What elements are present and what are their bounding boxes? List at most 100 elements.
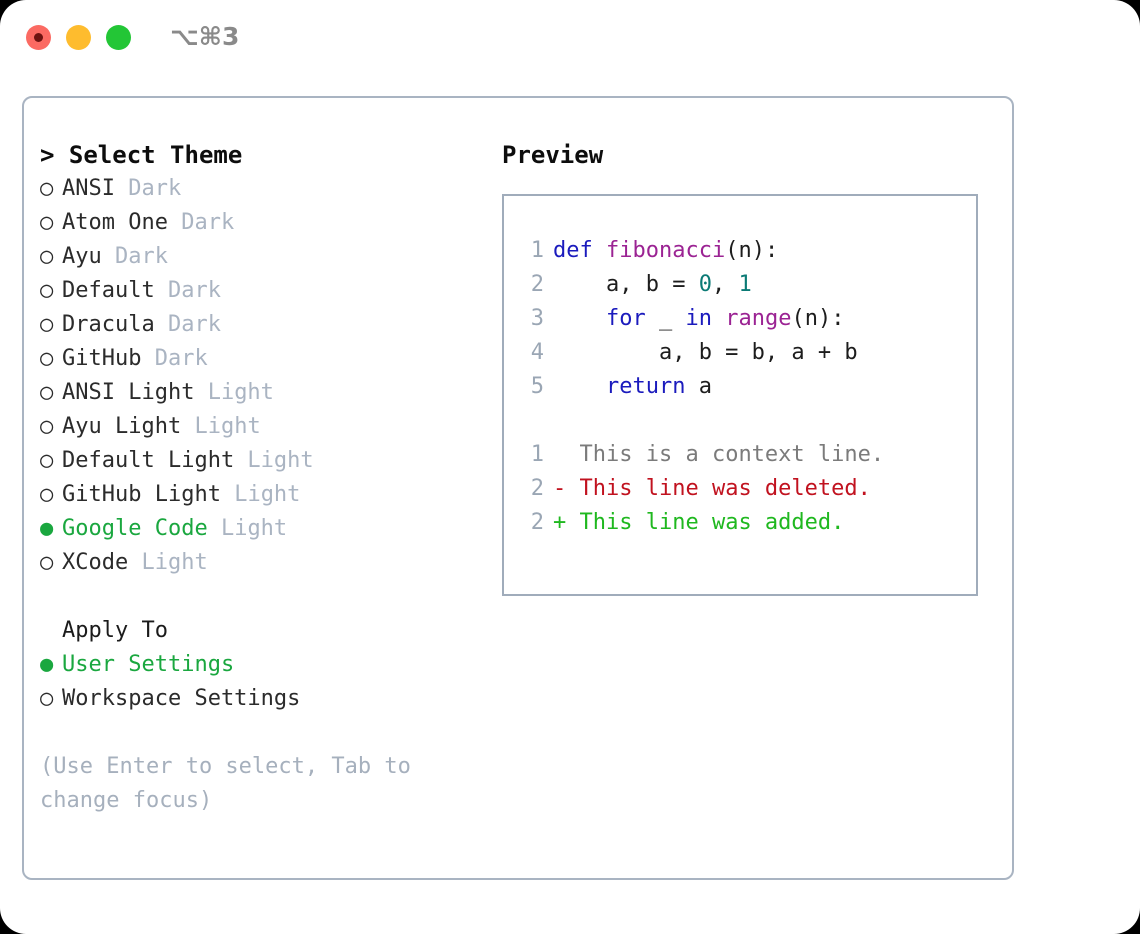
code-token-kw: in	[685, 306, 712, 331]
code-token-pl: _	[645, 306, 686, 331]
theme-picker-column: > Select Theme ○ANSI Dark○Atom One Dark○…	[40, 138, 480, 818]
code-line-number: 3	[530, 306, 544, 331]
radio-unselected-icon: ○	[40, 686, 54, 711]
code-token-num: 1	[738, 272, 752, 297]
theme-option-github-light[interactable]: ○GitHub Light Light	[40, 478, 480, 512]
code-token-pl: (n):	[725, 238, 779, 263]
apply-to-option-workspace-settings[interactable]: ○ Workspace Settings	[40, 682, 480, 716]
theme-option-label: GitHub	[62, 346, 142, 371]
code-token-pl: (n):	[791, 306, 845, 331]
radio-selected-icon: ●	[40, 652, 54, 677]
maximize-button[interactable]	[106, 25, 131, 50]
minimize-button[interactable]	[66, 25, 91, 50]
code-token-num: 0	[698, 272, 712, 297]
diff-marker: +	[553, 510, 580, 535]
code-token-pl: a, b = b, a + b	[553, 340, 858, 365]
theme-option-ayu[interactable]: ○Ayu Dark	[40, 240, 480, 274]
close-button[interactable]	[26, 25, 51, 50]
theme-option-ansi[interactable]: ○ANSI Dark	[40, 172, 480, 206]
diff-marker: -	[553, 476, 580, 501]
theme-option-label: Google Code	[62, 516, 208, 541]
theme-option-kind-badge: Dark	[154, 312, 221, 337]
code-line-text: a, b = b, a + b	[544, 336, 858, 370]
diff-line-text-del: - This line was deleted.	[544, 472, 871, 506]
diff-line: 2- This line was deleted.	[504, 472, 976, 506]
theme-option-label: ANSI Light	[62, 380, 195, 405]
theme-option-ansi-light[interactable]: ○ANSI Light Light	[40, 376, 480, 410]
window-controls	[26, 25, 131, 50]
theme-option-ayu-light[interactable]: ○Ayu Light Light	[40, 410, 480, 444]
diff-line-text-ctx: This is a context line.	[544, 438, 885, 472]
diff-line: 1 This is a context line.	[504, 438, 976, 472]
theme-option-kind-badge: Dark	[167, 210, 235, 235]
code-line: 4 a, b = b, a + b	[504, 336, 976, 370]
apply-to-list: ● User Settings ○ Workspace Settings	[40, 648, 480, 716]
code-token-pl	[553, 374, 606, 399]
diff-body: This line was deleted.	[579, 476, 871, 501]
theme-option-github[interactable]: ○GitHub Dark	[40, 342, 480, 376]
keyboard-shortcut-label: ⌥⌘3	[170, 22, 240, 51]
radio-unselected-icon: ○	[40, 346, 54, 371]
code-token-fn: fibonacci	[606, 238, 726, 263]
theme-option-label: Default	[62, 278, 155, 303]
theme-option-kind-badge: Light	[181, 414, 261, 439]
theme-option-label: Default Light	[62, 448, 235, 473]
theme-option-label: Dracula	[62, 312, 155, 337]
code-token-pl: ,	[711, 272, 739, 297]
diff-line-number: 1	[530, 442, 544, 467]
theme-option-kind-badge: Light	[207, 516, 288, 541]
code-line: 3 for _ in range(n):	[504, 302, 976, 336]
code-line-number: 4	[530, 340, 544, 365]
theme-option-default[interactable]: ○ Default Dark	[40, 274, 480, 308]
code-line-number: 2	[530, 272, 544, 297]
code-line-number: 1	[530, 238, 544, 263]
theme-option-label: Ayu	[62, 244, 102, 269]
theme-option-google-code[interactable]: ●Google Code Light	[40, 512, 480, 546]
radio-unselected-icon: ○	[40, 380, 54, 405]
prompt-caret: >	[40, 141, 69, 169]
radio-unselected-icon: ○	[40, 312, 54, 337]
diff-line-number: 2	[530, 510, 544, 535]
theme-option-kind-badge: Dark	[101, 244, 168, 269]
theme-option-label: GitHub Light	[62, 482, 221, 507]
diff-line: 2+ This line was added.	[504, 506, 976, 540]
theme-option-default-light[interactable]: ○Default Light Light	[40, 444, 480, 478]
keyboard-hint-text: (Use Enter to select, Tab to change focu…	[40, 754, 425, 813]
theme-option-dracula[interactable]: ○ Dracula Dark	[40, 308, 480, 342]
radio-unselected-icon: ○	[40, 176, 54, 201]
radio-unselected-icon: ○	[40, 278, 54, 303]
theme-option-xcode[interactable]: ○ XCode Light	[40, 546, 480, 580]
code-token-pl: a	[685, 374, 712, 399]
code-diff-gap	[504, 404, 976, 438]
code-token-pl	[553, 306, 606, 331]
code-token-pl: a, b =	[553, 272, 699, 297]
apply-to-heading: Apply To	[62, 618, 168, 643]
theme-option-kind-badge: Light	[128, 550, 208, 575]
radio-unselected-icon: ○	[40, 550, 54, 575]
code-token-pl	[593, 238, 606, 263]
code-line: 5 return a	[504, 370, 976, 404]
code-token-kw: return	[605, 374, 686, 399]
diff-body: This is a context line.	[579, 442, 885, 467]
theme-option-label: XCode	[62, 550, 129, 575]
code-token-pl	[712, 306, 725, 331]
theme-option-kind-badge: Light	[234, 448, 314, 473]
code-line-number: 5	[530, 374, 544, 399]
theme-option-kind-badge: Dark	[114, 176, 182, 201]
code-line-text: def fibonacci(n):	[544, 234, 778, 268]
theme-option-label: Atom One	[62, 210, 168, 235]
apply-to-option-label: Workspace Settings	[62, 686, 301, 711]
code-line: 2 a, b = 0, 1	[504, 268, 976, 302]
select-theme-title: Select Theme	[68, 141, 243, 169]
main-panel: > Select Theme ○ANSI Dark○Atom One Dark○…	[22, 96, 1014, 880]
theme-option-atom-one[interactable]: ○Atom One Dark	[40, 206, 480, 240]
apply-to-option-user-settings[interactable]: ● User Settings	[40, 648, 480, 682]
radio-unselected-icon: ○	[40, 414, 54, 439]
theme-option-kind-badge: Dark	[154, 278, 221, 303]
title-bar: ⌥⌘3	[0, 0, 1140, 78]
apply-to-option-label: User Settings	[62, 652, 235, 677]
